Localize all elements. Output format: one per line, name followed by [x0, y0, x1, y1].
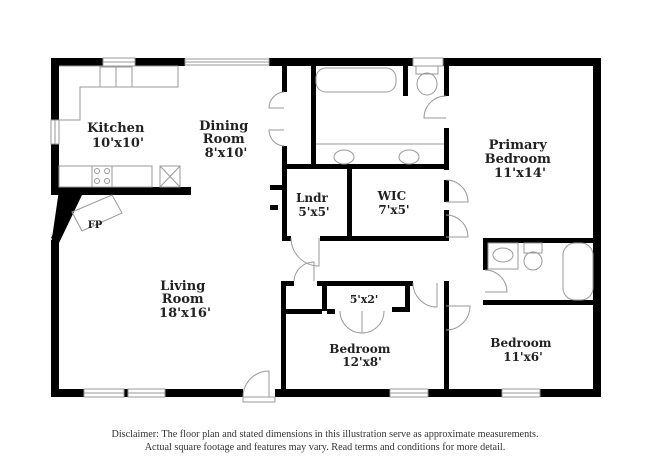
- door-icon: [361, 310, 385, 334]
- room-closet-label: 5'x2': [350, 293, 379, 306]
- door-icon: [484, 269, 508, 293]
- fridge-icon: [159, 165, 181, 188]
- interior-walls: [270, 66, 601, 397]
- room-labels: Kitchen 10'x10' Dining Room 8'x10' Prima…: [87, 119, 556, 369]
- doors: [242, 91, 508, 403]
- door-icon: [268, 91, 285, 109]
- room-dining-label: Dining Room 8'x10': [199, 119, 253, 161]
- door-icon: [268, 129, 285, 147]
- door-icon: [423, 95, 447, 119]
- room-wic-label: WIC 7'x5': [377, 189, 411, 217]
- stove-icon: [91, 165, 113, 188]
- door-icon: [293, 261, 315, 282]
- door-icon: [445, 305, 471, 331]
- fireplace-label: FP: [88, 220, 103, 231]
- front-door-icon: [242, 370, 270, 398]
- disclaimer-line-2: Actual square footage and features may v…: [144, 442, 506, 453]
- room-laundry-label: Lndr 5'x5': [296, 191, 332, 219]
- door-icon: [445, 214, 469, 238]
- fireplace-icon: [71, 194, 123, 232]
- room-primary-bedroom-label: Primary Bedroom 11'x14': [485, 138, 556, 181]
- door-icon: [445, 179, 469, 203]
- door-icon: [412, 282, 438, 308]
- windows: [50, 57, 541, 398]
- fixtures: [58, 65, 594, 301]
- door-icon: [339, 310, 363, 334]
- room-living-label: Living Room 18'x16': [159, 279, 211, 321]
- room-bedroom-2-label: Bedroom 12'x8': [329, 342, 394, 369]
- room-kitchen-label: Kitchen 10'x10': [87, 121, 149, 151]
- room-bedroom-3-label: Bedroom 11'x6': [490, 336, 555, 364]
- exterior-walls: [51, 58, 601, 397]
- door-icon: [290, 237, 320, 267]
- disclaimer: Disclaimer: The floor plan and stated di…: [0, 428, 650, 454]
- disclaimer-line-1: Disclaimer: The floor plan and stated di…: [111, 429, 539, 440]
